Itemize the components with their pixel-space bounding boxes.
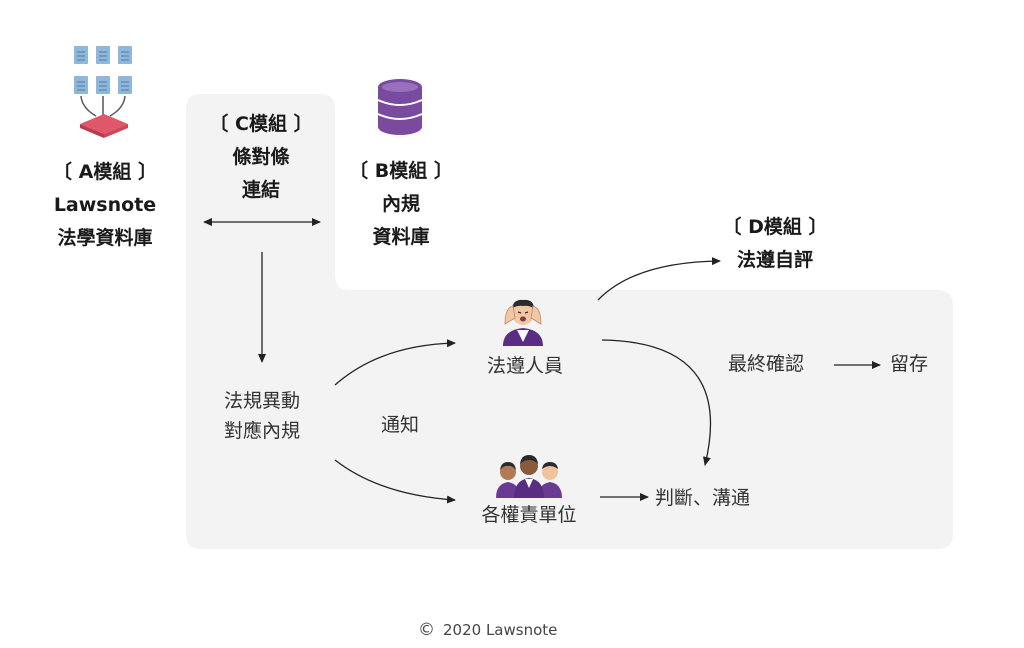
database-icon bbox=[377, 79, 423, 135]
stressed-person-icon bbox=[503, 299, 543, 346]
module-a-label: 〔 A模組 〕 Lawsnote 法學資料庫 bbox=[40, 156, 170, 255]
module-b-tag: 〔 B模組 〕 bbox=[349, 160, 453, 182]
change-line2: 對應內規 bbox=[223, 420, 300, 442]
copyright-text: 2020 Lawsnote bbox=[443, 621, 558, 639]
module-d-tag: 〔 D模組 〕 bbox=[722, 216, 828, 238]
module-c-label: 〔 C模組 〕 條對條 連結 bbox=[196, 108, 326, 207]
arrow-to-compliance-staff bbox=[334, 339, 456, 386]
module-b-line2: 資料庫 bbox=[372, 226, 430, 248]
module-d-label: 〔 D模組 〕 法遵自評 bbox=[710, 211, 840, 277]
change-line1: 法規異動 bbox=[223, 390, 300, 412]
arrow-to-departments bbox=[334, 459, 456, 504]
module-b-line1: 內規 bbox=[381, 193, 420, 215]
arrow-staff-to-judge bbox=[601, 339, 712, 466]
final-confirm-label: 最終確認 bbox=[728, 353, 805, 375]
departments-label: 各權責單位 bbox=[481, 504, 577, 526]
regulation-change-label: 法規異動 對應內規 bbox=[200, 386, 324, 446]
arrow-to-module-d bbox=[597, 257, 721, 301]
module-a-line2: 法學資料庫 bbox=[57, 227, 153, 249]
group-of-people-icon bbox=[496, 455, 562, 498]
documents-to-database-icon bbox=[74, 46, 132, 138]
compliance-staff-label: 法遵人員 bbox=[486, 355, 563, 377]
judge-communicate-label: 判斷、溝通 bbox=[655, 487, 751, 509]
module-d-line1: 法遵自評 bbox=[736, 249, 813, 271]
retain-label: 留存 bbox=[890, 353, 929, 375]
module-c-tag: 〔 C模組 〕 bbox=[209, 113, 313, 135]
module-c-line2: 連結 bbox=[241, 179, 280, 201]
module-a-line1: Lawsnote bbox=[53, 194, 157, 216]
module-b-label: 〔 B模組 〕 內規 資料庫 bbox=[336, 155, 466, 254]
module-a-tag: 〔 A模組 〕 bbox=[53, 161, 157, 183]
copyright-footer: © 2020 Lawsnote bbox=[418, 620, 618, 640]
copyright-icon: © bbox=[418, 620, 435, 640]
notify-label: 通知 bbox=[380, 414, 419, 436]
grey-panel bbox=[186, 94, 953, 549]
module-c-line1: 條對條 bbox=[232, 146, 290, 168]
